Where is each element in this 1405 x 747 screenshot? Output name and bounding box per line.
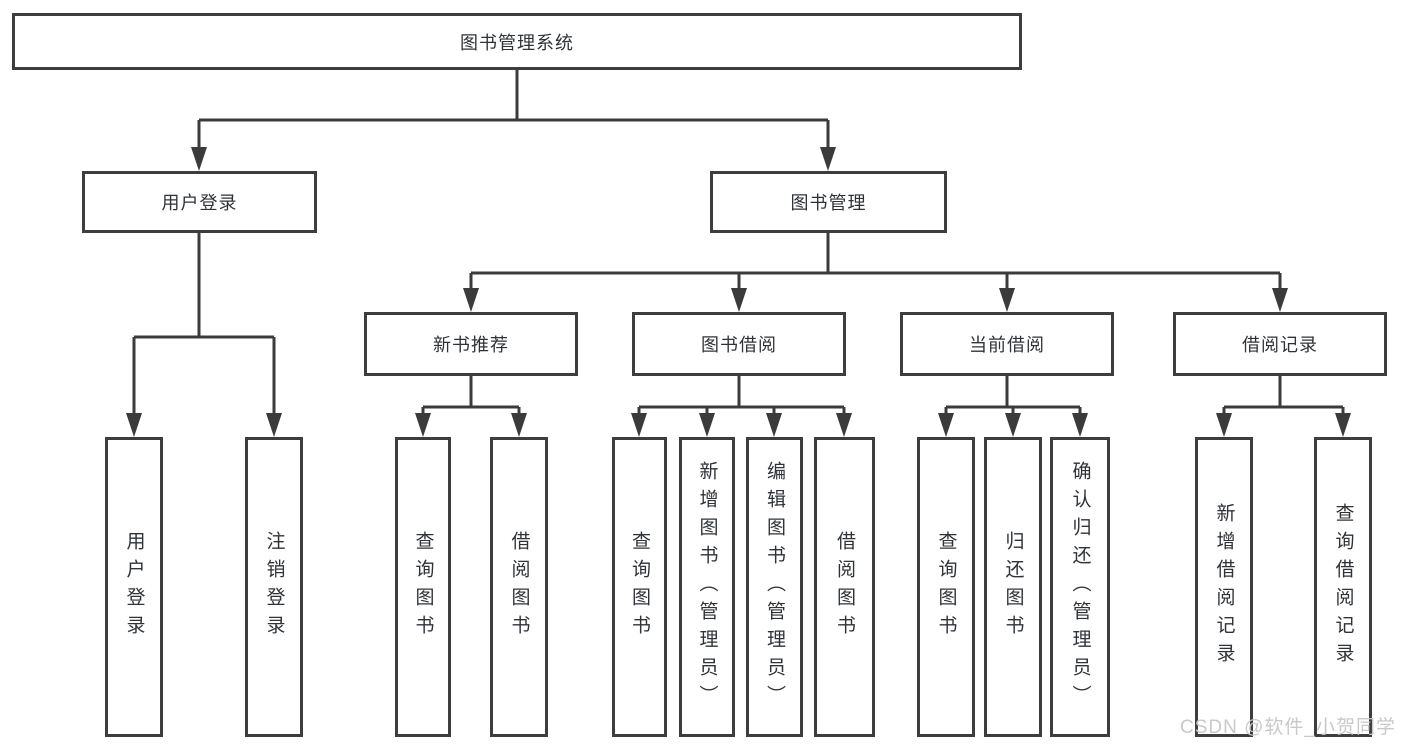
leaf-borrow-books: 借阅图书 bbox=[814, 437, 875, 737]
node-label: 图书管理系统 bbox=[460, 32, 574, 53]
arrowhead bbox=[191, 147, 207, 171]
arrowhead bbox=[999, 288, 1015, 312]
node-label: 图书借阅 bbox=[701, 335, 777, 355]
connector-borrowing-records bbox=[1222, 376, 1345, 415]
node-label: 查询图书 bbox=[629, 531, 650, 643]
node-label: 用户登录 bbox=[123, 531, 145, 643]
leaf-logout: 注销登录 bbox=[245, 437, 303, 737]
arrowhead bbox=[731, 288, 747, 312]
arrowhead bbox=[766, 413, 782, 437]
arrowhead bbox=[699, 413, 715, 437]
connector-user-login bbox=[132, 233, 276, 415]
node-new-book-recommend: 新书推荐 bbox=[364, 312, 578, 376]
node-label: 注销登录 bbox=[263, 531, 285, 643]
node-borrowing-records: 借阅记录 bbox=[1173, 312, 1387, 376]
connector-book-borrowing bbox=[637, 376, 846, 415]
node-label: 查询图书 bbox=[935, 531, 957, 643]
arrowhead bbox=[511, 413, 527, 437]
node-label: 图书管理 bbox=[790, 193, 867, 213]
leaf-confirm-return-admin: 确认归还（管理员） bbox=[1050, 437, 1110, 737]
leaf-query-borrow-record: 查询借阅记录 bbox=[1314, 437, 1372, 737]
node-label: 新增借阅记录 bbox=[1213, 503, 1235, 671]
leaf-query-books-recommend: 查询图书 bbox=[395, 437, 451, 737]
connector-book-management bbox=[469, 233, 1282, 290]
arrowhead bbox=[1216, 413, 1232, 437]
connector-root bbox=[197, 70, 830, 150]
arrowhead bbox=[463, 288, 479, 312]
arrowhead bbox=[266, 413, 282, 437]
leaf-query-books-borrowing: 查询图书 bbox=[612, 437, 667, 737]
node-user-login: 用户登录 bbox=[82, 171, 317, 233]
node-label: 借阅图书 bbox=[834, 531, 855, 643]
arrowhead bbox=[836, 413, 852, 437]
node-label: 新书推荐 bbox=[433, 335, 509, 355]
arrowhead bbox=[1335, 413, 1351, 437]
arrowhead bbox=[1272, 288, 1288, 312]
leaf-user-login: 用户登录 bbox=[105, 437, 163, 737]
csdn-watermark: CSDN @软件_小贺同学 bbox=[1180, 717, 1396, 738]
connector-current-borrowing bbox=[944, 376, 1082, 415]
node-label: 新增图书（管理员） bbox=[696, 461, 718, 713]
node-label: 查询借阅记录 bbox=[1332, 503, 1354, 671]
leaf-add-borrow-record: 新增借阅记录 bbox=[1195, 437, 1253, 737]
leaf-query-books-current: 查询图书 bbox=[917, 437, 975, 737]
arrowhead bbox=[631, 413, 647, 437]
node-book-management: 图书管理 bbox=[710, 171, 947, 233]
node-book-borrowing: 图书借阅 bbox=[632, 312, 846, 376]
connector-new-books bbox=[421, 376, 521, 415]
node-label: 借阅图书 bbox=[508, 531, 530, 643]
node-label: 用户登录 bbox=[161, 193, 238, 213]
arrowhead bbox=[1005, 413, 1021, 437]
arrowhead bbox=[820, 147, 836, 171]
leaf-add-books-admin: 新增图书（管理员） bbox=[679, 437, 735, 737]
node-label: 确认归还（管理员） bbox=[1069, 461, 1091, 713]
node-label: 编辑图书（管理员） bbox=[764, 461, 785, 713]
node-label: 归还图书 bbox=[1002, 531, 1024, 643]
node-label: 当前借阅 bbox=[969, 335, 1045, 355]
arrowhead bbox=[1072, 413, 1088, 437]
node-label: 查询图书 bbox=[412, 531, 434, 643]
arrowhead bbox=[415, 413, 431, 437]
node-root-library-system: 图书管理系统 bbox=[12, 13, 1022, 70]
node-current-borrowing: 当前借阅 bbox=[900, 312, 1114, 376]
leaf-return-books: 归还图书 bbox=[984, 437, 1042, 737]
node-label: 借阅记录 bbox=[1242, 335, 1318, 355]
leaf-borrow-books-recommend: 借阅图书 bbox=[490, 437, 548, 737]
arrowhead bbox=[126, 413, 142, 437]
arrowhead bbox=[938, 413, 954, 437]
leaf-edit-books-admin: 编辑图书（管理员） bbox=[746, 437, 803, 737]
